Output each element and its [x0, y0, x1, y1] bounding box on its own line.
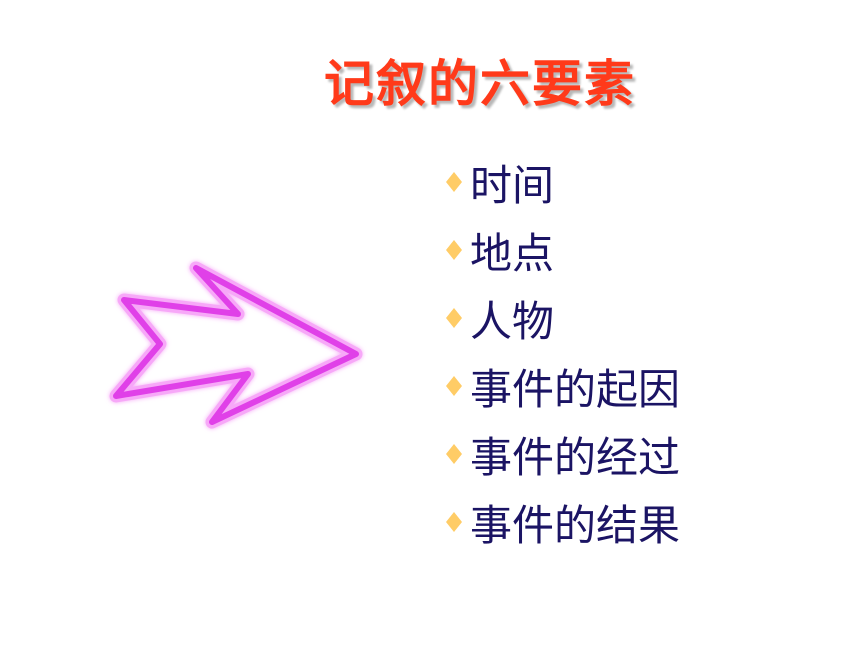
list-item-label: 事件的起因: [470, 364, 681, 414]
list-item: 地点: [444, 216, 680, 284]
list-item-label: 地点: [470, 228, 555, 278]
list-item: 事件的结果: [444, 488, 680, 556]
list-item: 事件的起因: [444, 352, 680, 420]
list-item-label: 时间: [470, 160, 555, 210]
diamond-bullet-icon: [446, 512, 462, 532]
diamond-bullet-icon: [446, 376, 462, 396]
diamond-bullet-icon: [446, 444, 462, 464]
list-item-label: 事件的结果: [470, 500, 681, 550]
diamond-bullet-icon: [446, 308, 462, 328]
list-item: 事件的经过: [444, 420, 680, 488]
list-item-label: 人物: [470, 296, 555, 346]
list-item: 时间: [444, 148, 680, 216]
slide-title: 记叙的六要素: [324, 55, 636, 113]
diamond-bullet-icon: [446, 240, 462, 260]
list-item-label: 事件的经过: [470, 432, 681, 482]
element-list: 时间 地点 人物 事件的起因 事件的经过 事件的结果: [444, 148, 680, 556]
list-item: 人物: [444, 284, 680, 352]
diamond-bullet-icon: [446, 172, 462, 192]
arrow-right-icon: [109, 261, 363, 429]
